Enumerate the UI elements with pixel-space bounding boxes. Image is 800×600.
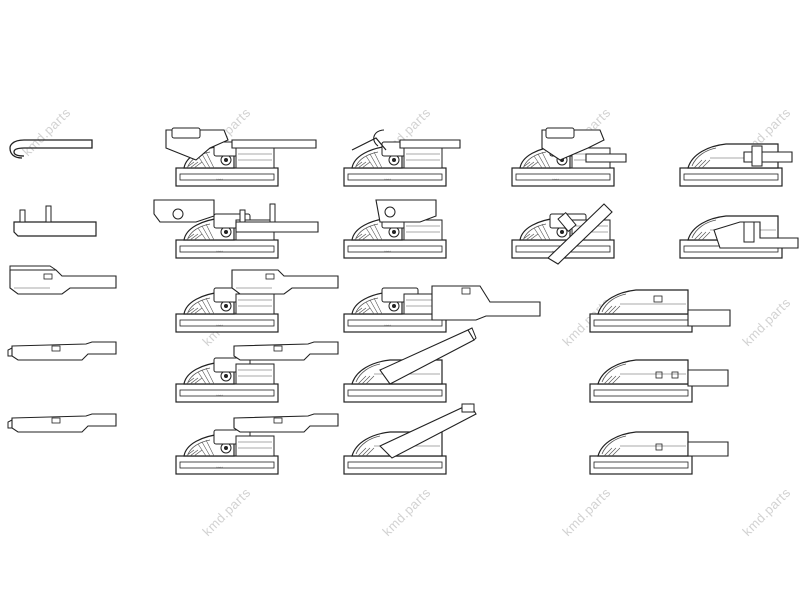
adapter-side-pin bbox=[13, 205, 97, 237]
panel-2-4 bbox=[175, 341, 339, 403]
panel-2-1 bbox=[165, 127, 317, 187]
panel-4-5 bbox=[589, 431, 729, 475]
adapter-pinch-tab bbox=[7, 413, 117, 433]
panel-4-3 bbox=[589, 289, 731, 333]
panel-3-4 bbox=[343, 327, 477, 403]
panel-2-3 bbox=[175, 269, 339, 333]
panel-4-1 bbox=[511, 127, 627, 187]
panel-3-3 bbox=[343, 285, 541, 333]
panel-5-2 bbox=[679, 215, 799, 259]
panel-4-2 bbox=[511, 203, 615, 265]
panel-2-5 bbox=[175, 413, 339, 475]
panel-4-4 bbox=[589, 359, 729, 403]
panel-5-1 bbox=[679, 143, 793, 187]
panel-3-2 bbox=[343, 199, 447, 259]
adapter-hook-clip bbox=[9, 139, 93, 159]
panel-3-5 bbox=[343, 403, 477, 475]
panel-3-1 bbox=[343, 129, 461, 187]
panel-2-2 bbox=[153, 199, 319, 259]
adapter-top-lock bbox=[9, 265, 117, 295]
adapter-bayonet bbox=[7, 341, 117, 361]
